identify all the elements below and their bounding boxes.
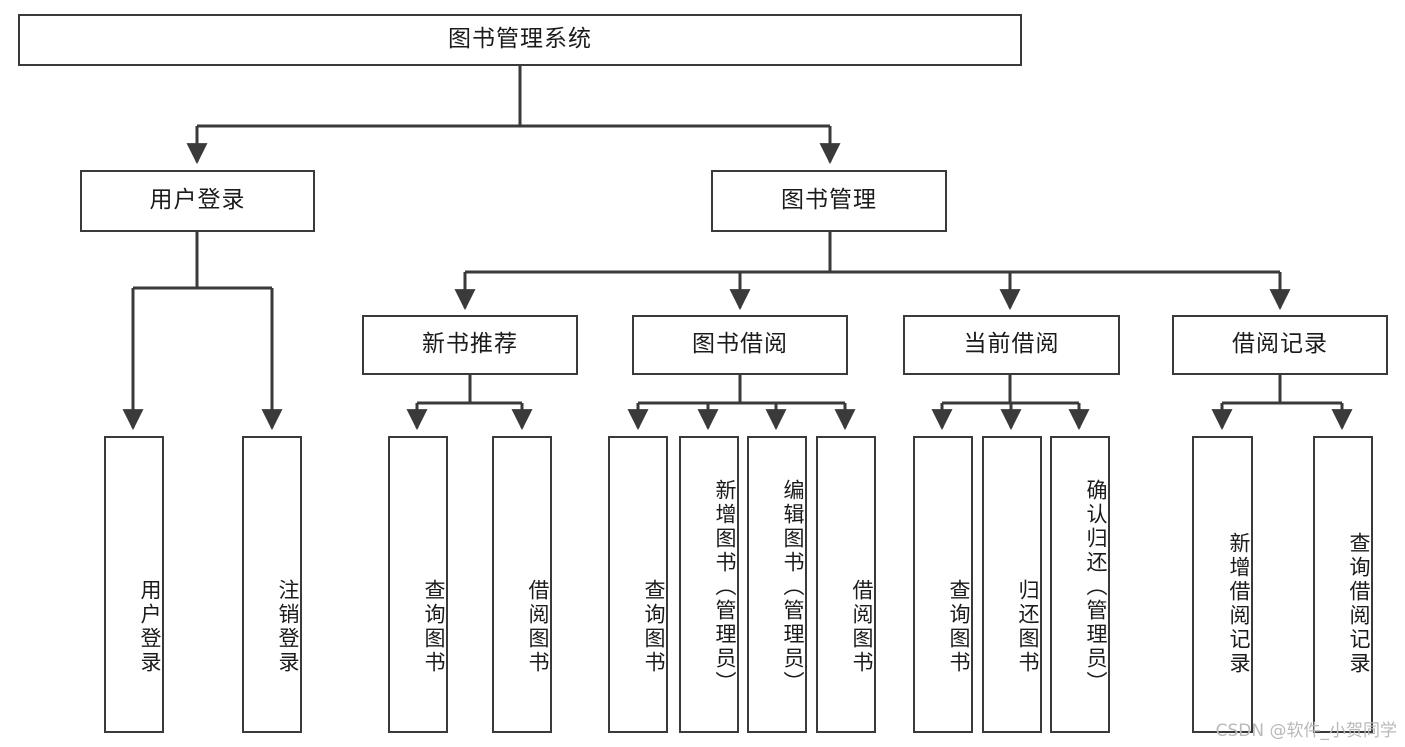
node-leaf-user-login-label: 用户登录 <box>138 578 162 675</box>
node-book-borrow-label: 图书借阅 <box>692 331 788 358</box>
node-root[interactable]: 图书管理系统 <box>18 14 1022 66</box>
node-leaf-logout[interactable]: 注销登录 <box>242 436 302 733</box>
node-leaf-query-record-label: 查询借阅记录 <box>1347 531 1371 676</box>
node-borrow-record-label: 借阅记录 <box>1232 331 1328 358</box>
node-leaf-confirm-return[interactable]: 确认归还（管理员） <box>1050 436 1110 733</box>
node-leaf-edit-book-label: 编辑图书（管理员） <box>781 478 805 695</box>
node-leaf-return-book[interactable]: 归还图书 <box>982 436 1042 733</box>
node-leaf-query-book-a-label: 查询图书 <box>422 578 446 675</box>
node-leaf-add-book-label: 新增图书（管理员） <box>713 478 737 695</box>
csdn-watermark: CSDN @软件_小贺同学 <box>1215 721 1397 741</box>
node-leaf-add-record[interactable]: 新增借阅记录 <box>1192 436 1253 733</box>
node-leaf-query-book-b-label: 查询图书 <box>642 578 666 675</box>
node-current-borrow-label: 当前借阅 <box>963 331 1060 358</box>
node-leaf-borrow-book-a-label: 借阅图书 <box>526 578 550 675</box>
node-leaf-query-book-c[interactable]: 查询图书 <box>913 436 973 733</box>
node-leaf-confirm-return-label: 确认归还（管理员） <box>1084 478 1108 695</box>
node-user-login-label: 用户登录 <box>149 187 246 214</box>
node-leaf-logout-label: 注销登录 <box>276 578 300 675</box>
node-current-borrow[interactable]: 当前借阅 <box>903 315 1120 375</box>
node-leaf-borrow-book-b[interactable]: 借阅图书 <box>816 436 876 733</box>
node-leaf-edit-book[interactable]: 编辑图书（管理员） <box>747 436 807 733</box>
node-leaf-add-record-label: 新增借阅记录 <box>1227 531 1251 676</box>
node-leaf-return-book-label: 归还图书 <box>1016 578 1040 675</box>
node-leaf-query-book-a[interactable]: 查询图书 <box>388 436 448 733</box>
node-borrow-record[interactable]: 借阅记录 <box>1172 315 1388 375</box>
node-leaf-add-book[interactable]: 新增图书（管理员） <box>679 436 739 733</box>
node-book-borrow[interactable]: 图书借阅 <box>632 315 848 375</box>
node-book-manage[interactable]: 图书管理 <box>711 170 947 232</box>
node-root-label: 图书管理系统 <box>448 26 592 53</box>
node-new-book-recommendation[interactable]: 新书推荐 <box>362 315 578 375</box>
node-new-book-recommendation-label: 新书推荐 <box>422 331 518 358</box>
node-leaf-user-login[interactable]: 用户登录 <box>104 436 164 733</box>
node-book-manage-label: 图书管理 <box>781 187 877 214</box>
node-user-login[interactable]: 用户登录 <box>80 170 315 232</box>
node-leaf-query-book-b[interactable]: 查询图书 <box>608 436 668 733</box>
node-leaf-borrow-book-b-label: 借阅图书 <box>850 578 874 675</box>
node-leaf-borrow-book-a[interactable]: 借阅图书 <box>492 436 552 733</box>
node-leaf-query-record[interactable]: 查询借阅记录 <box>1313 436 1373 733</box>
node-leaf-query-book-c-label: 查询图书 <box>947 578 971 675</box>
